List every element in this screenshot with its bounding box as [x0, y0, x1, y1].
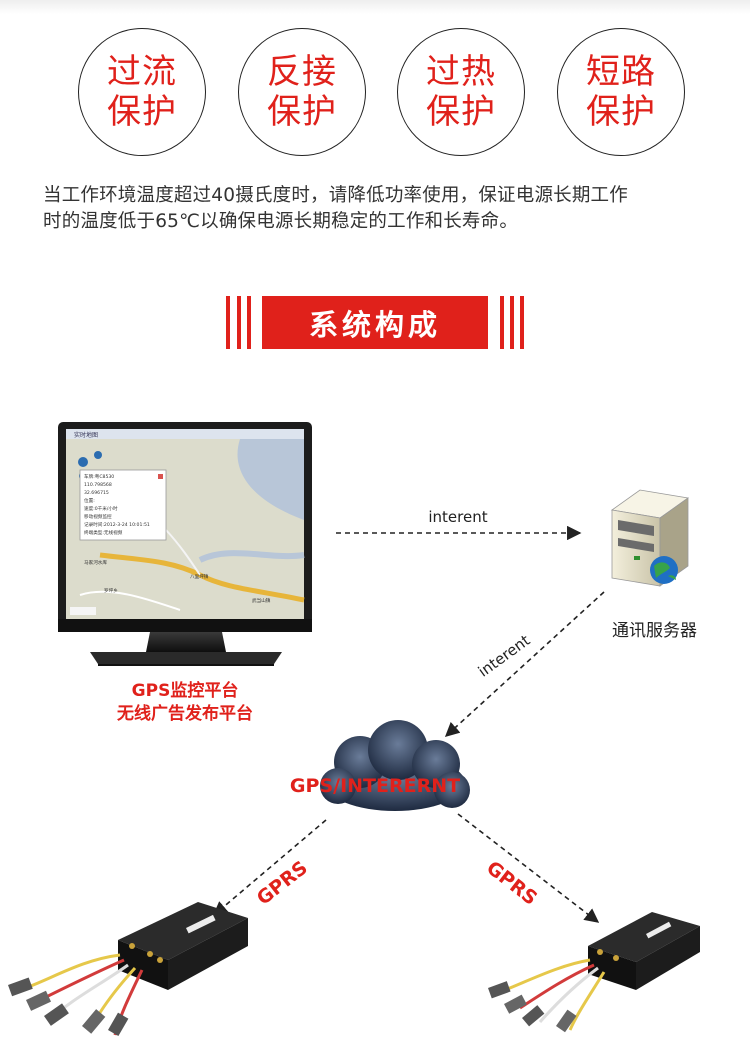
title-deco-bar: [247, 296, 251, 349]
reverse-connection-protection-badge: 反接 保护: [238, 28, 366, 156]
map-place-label: 罗坪乡: [104, 587, 118, 594]
title-deco-bar: [237, 296, 241, 349]
cloud-icon: [320, 720, 470, 811]
arrow-cloud-to-right-device: [457, 813, 600, 923]
gprs-label-left: GPRS: [253, 857, 312, 910]
arrow-server-to-cloud: [444, 591, 605, 737]
server-label: 通讯服务器: [612, 621, 697, 641]
badge-line1: 过流: [107, 52, 177, 92]
gprs-label-right: GPRS: [482, 857, 541, 910]
platform-label-line2: 无线广告发布平台: [117, 704, 253, 724]
map-popup-line: 110.798568: [84, 482, 112, 488]
vehicle-terminal-right-icon: [488, 912, 700, 1033]
cloud-label: GPS/INTERERNT: [290, 775, 460, 797]
badge-line2: 保护: [586, 92, 656, 132]
title-deco-bar: [520, 296, 524, 349]
map-place-label: 八里坪镇: [190, 573, 209, 580]
description-line2: 时的温度低于65℃以确保电源长期稳定的工作和长寿命。: [43, 211, 519, 232]
badge-line2: 保护: [426, 92, 496, 132]
map-popup-line: 终端类型:无线视频: [84, 529, 123, 536]
monitor-icon: [58, 422, 312, 666]
badge-line1: 反接: [267, 52, 337, 92]
title-deco-bar: [510, 296, 514, 349]
map-popup-line: 移动视频监控: [84, 513, 112, 520]
section-title: 系统构成: [262, 296, 488, 349]
description-line1: 当工作环境温度超过40摄氏度时，请降低功率使用，保证电源长期工作: [43, 185, 628, 206]
platform-label-line1: GPS监控平台: [131, 681, 239, 701]
overheat-protection-badge: 过热 保护: [397, 28, 525, 156]
map-place-label: 马家河水库: [84, 559, 107, 566]
temperature-description: 当工作环境温度超过40摄氏度时，请降低功率使用，保证电源长期工作 时的温度低于6…: [43, 183, 723, 235]
server-icon: [610, 489, 690, 587]
badge-line1: 过热: [426, 52, 496, 92]
map-popup-line: 速度:0千米/小时: [84, 505, 118, 512]
map-popup-line: 位置:: [84, 497, 95, 504]
map-popup-line: 32.696715: [84, 490, 109, 496]
badge-line1: 短路: [586, 52, 656, 92]
top-shade: [0, 0, 750, 14]
badge-line2: 保护: [267, 92, 337, 132]
platform-label: GPS监控平台 无线广告发布平台: [70, 680, 300, 726]
title-deco-bar: [226, 296, 230, 349]
title-deco-bar: [500, 296, 504, 349]
vehicle-terminal-left-icon: [8, 902, 248, 1036]
map-place-label: 武当山镇: [252, 597, 271, 604]
link-label-pc-server: interent: [428, 508, 487, 526]
badge-line2: 保护: [107, 92, 177, 132]
short-circuit-protection-badge: 短路 保护: [557, 28, 685, 156]
arrow-cloud-to-left-device: [212, 819, 327, 916]
map-popup-line: 记录时间:2012-3-24 10:01:51: [84, 521, 150, 528]
link-label-server-cloud: interent: [475, 631, 534, 680]
screen-tab-label: 实时地图: [74, 431, 98, 439]
map-popup-line: 车牌:粤C8530: [84, 473, 114, 480]
overcurrent-protection-badge: 过流 保护: [78, 28, 206, 156]
